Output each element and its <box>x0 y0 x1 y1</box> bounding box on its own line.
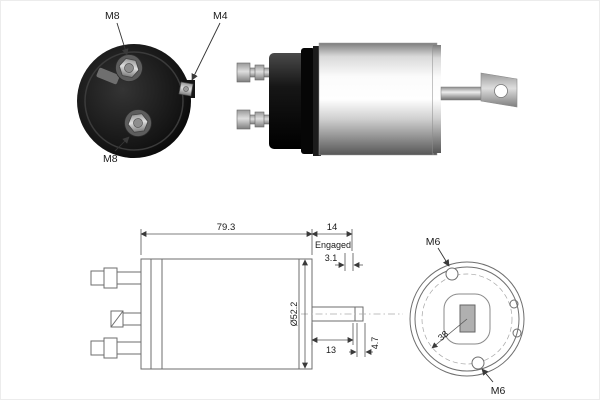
label-m6-top: M6 <box>426 236 441 248</box>
leader-m8-top <box>116 22 129 56</box>
leader-m6-bottom <box>481 368 494 383</box>
photo-terminal-upper <box>236 62 276 83</box>
photo-cap-flange <box>301 48 315 154</box>
label-m6-bottom: M6 <box>491 385 506 397</box>
m4-terminal-stud <box>178 81 194 97</box>
m6-hole-top <box>445 267 459 281</box>
label-engaged: Engaged <box>315 240 351 250</box>
terminal-strap <box>96 67 120 85</box>
label-m8-top: M8 <box>105 10 120 22</box>
dim-gap: 3.1 <box>325 253 338 263</box>
drawing-middle-screw <box>110 310 142 328</box>
side-view-dimensions <box>140 229 373 369</box>
terminal-bolt-upper <box>115 54 143 82</box>
small-hole-2 <box>512 328 522 338</box>
terminal-bolt-lower <box>124 109 152 137</box>
m6-hole-bottom <box>471 356 485 370</box>
photo-cap-ring <box>313 46 321 156</box>
photo-chrome-body <box>318 42 438 156</box>
leader-m4 <box>191 22 221 81</box>
dim-rod-tip: 4.7 <box>370 337 380 350</box>
photo-end-ring <box>433 45 441 153</box>
small-hole-1 <box>509 299 519 309</box>
drawing-body-outline <box>140 258 313 370</box>
photo-black-cap <box>269 53 307 149</box>
drawing-terminal-lower <box>90 337 142 359</box>
leader-m8-bottom <box>114 136 130 152</box>
solenoid-photo <box>236 42 518 156</box>
plunger-slot <box>459 304 476 333</box>
photo-terminal-lower <box>236 109 276 130</box>
flange-end-view <box>409 247 525 383</box>
drawing-terminal-upper <box>90 267 142 289</box>
flange-outer-circle <box>409 261 525 377</box>
bolt-circle <box>421 273 513 365</box>
dim-bolt-circle: 38 <box>436 329 450 343</box>
dim-travel: 14 <box>327 222 338 233</box>
dim-rod-length: 13 <box>326 345 336 355</box>
photo-fork-hole <box>494 84 508 98</box>
terminal-end-view: M8 M4 M8 <box>77 10 228 165</box>
side-view-drawing <box>90 258 403 370</box>
label-m4: M4 <box>213 10 228 22</box>
cap-inner-ring <box>84 51 184 151</box>
flange-inner-circle <box>414 266 520 372</box>
core-outline <box>443 293 491 345</box>
dim-body-length: 79.3 <box>217 222 236 233</box>
label-m8-bottom: M8 <box>103 153 118 165</box>
photo-plunger-rod <box>440 86 482 101</box>
dim-line-bolt-circle <box>431 318 468 349</box>
leader-m6-top <box>437 247 450 267</box>
dim-body-diameter: Ø52.2 <box>289 302 299 327</box>
